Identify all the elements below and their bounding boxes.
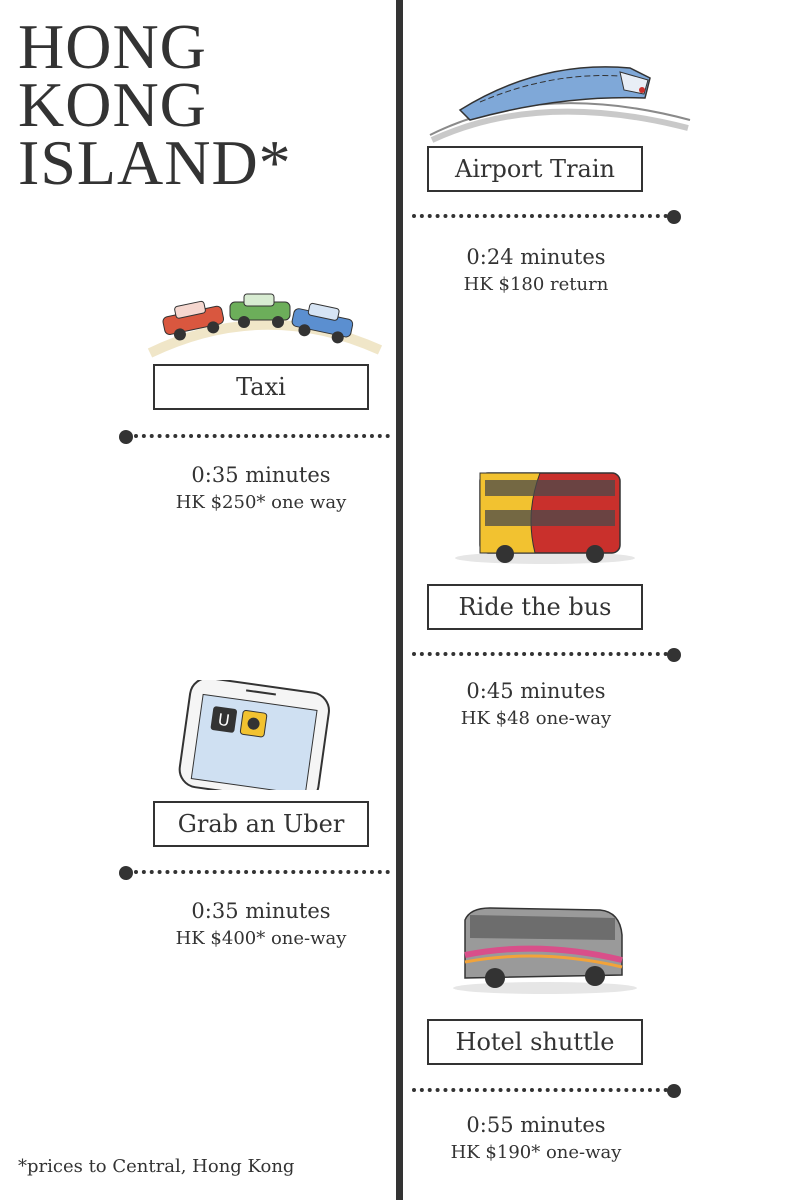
train-icon [429,66,691,143]
option-label-uber: Grab an Uber [153,801,369,847]
title-line-3: ISLAND* [18,127,292,198]
option-price: HK $48 one-way [460,708,612,729]
option-info-airport-train: 0:24 minutes HK $180 return [420,242,652,298]
option-price: HK $180 return [463,274,609,295]
title-line-1: HONG [18,11,207,82]
option-price: HK $250* one way [175,492,347,513]
connector-end-dot [667,210,681,224]
option-price: HK $400* one-way [175,928,347,949]
connector-uber [134,870,390,878]
footnote: *prices to Central, Hong Kong [18,1156,295,1177]
option-price: HK $190* one-way [450,1142,622,1163]
connector-airport-train [412,214,668,222]
option-time: 0:55 minutes [466,1113,606,1137]
connector-end-dot [119,866,133,880]
shuttle-icon [453,907,637,994]
page-title: HONG KONG ISLAND* [18,11,292,198]
option-info-bus: 0:45 minutes HK $48 one-way [420,676,652,732]
option-label-taxi: Taxi [153,364,369,410]
option-info-taxi: 0:35 minutes HK $250* one way [145,460,377,516]
option-label-bus: Ride the bus [427,584,643,630]
connector-hotel-shuttle [412,1088,668,1096]
option-info-uber: 0:35 minutes HK $400* one-way [145,896,377,952]
connector-end-dot [119,430,133,444]
option-time: 0:35 minutes [191,463,331,487]
timeline-spine [396,0,403,1200]
connector-bus [412,652,668,660]
connector-end-dot [667,648,681,662]
svg-text:U: U [217,710,231,730]
phone-icon: U [178,680,330,790]
connector-end-dot [667,1084,681,1098]
option-info-hotel-shuttle: 0:55 minutes HK $190* one-way [420,1110,652,1166]
option-label-airport-train: Airport Train [427,146,643,192]
connector-taxi [134,434,390,442]
option-time: 0:35 minutes [191,899,331,923]
title-line-2: KONG [18,69,207,140]
taxi-icon [147,293,383,358]
bus-icon [455,472,635,564]
option-time: 0:45 minutes [466,679,606,703]
option-time: 0:24 minutes [466,245,606,269]
option-label-hotel-shuttle: Hotel shuttle [427,1019,643,1065]
